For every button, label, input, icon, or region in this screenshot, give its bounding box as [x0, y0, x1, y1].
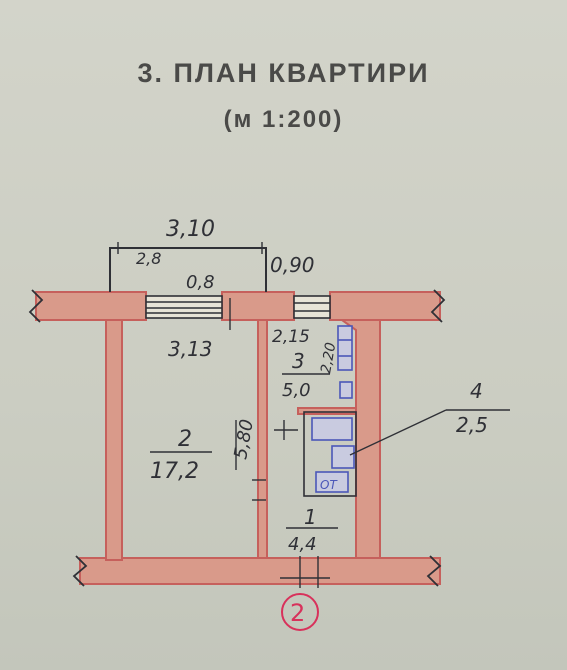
- bath-label: ОТ: [320, 478, 338, 492]
- window-right: [293, 295, 331, 319]
- left-wall: [105, 319, 123, 561]
- balcony: [109, 247, 267, 292]
- dim-kitchen-width: 2,15: [272, 327, 310, 347]
- break-marks: [28, 289, 446, 587]
- stove-icon: [337, 325, 353, 371]
- room-2-area: 17,2: [150, 459, 199, 484]
- toilet-icon: [315, 471, 349, 493]
- top-wall-right: [329, 291, 441, 321]
- bathroom-fixtures: [311, 417, 355, 493]
- room-4-area: 2,5: [456, 413, 488, 437]
- bathroom-box: [303, 411, 357, 497]
- dimension-lines: [117, 242, 330, 588]
- room-1-number: 1: [304, 505, 317, 529]
- room-4-number: 4: [470, 379, 483, 403]
- room-3-number: 3: [292, 349, 305, 373]
- washbasin-icon: [331, 445, 355, 469]
- dim-kitchen-length: 2,20: [318, 341, 339, 375]
- window-left: [145, 295, 223, 319]
- top-wall-middle: [221, 291, 295, 321]
- dim-balcony-side: 0,90: [270, 253, 315, 277]
- dim-balcony-inner: 2,8: [136, 249, 161, 268]
- bottom-wall: [79, 557, 441, 585]
- dim-balcony-depth: 0,8: [186, 272, 215, 293]
- scale-label: (м 1:200): [223, 106, 344, 133]
- dim-room-width: 3,13: [168, 337, 213, 361]
- bathtub-icon: [311, 417, 353, 441]
- leader-line: [349, 409, 510, 456]
- dim-outer-width: 3,10: [166, 217, 215, 242]
- room-2-number: 2: [178, 427, 192, 452]
- middle-wall: [257, 319, 268, 559]
- room-3-area: 5,0: [282, 380, 311, 401]
- plan-title: 3. ПЛАН КВАРТИРИ: [137, 58, 430, 88]
- right-wall: [330, 319, 381, 559]
- room-1-area: 4,4: [288, 534, 317, 555]
- inner-partition: [297, 407, 357, 415]
- entrance-number: 2: [290, 599, 305, 627]
- dim-room-length: 5,80: [230, 418, 258, 461]
- sink-icon: [339, 381, 353, 399]
- kitchen-fixtures: [337, 325, 353, 399]
- top-wall-left: [35, 291, 147, 321]
- entrance-circle: [281, 593, 319, 631]
